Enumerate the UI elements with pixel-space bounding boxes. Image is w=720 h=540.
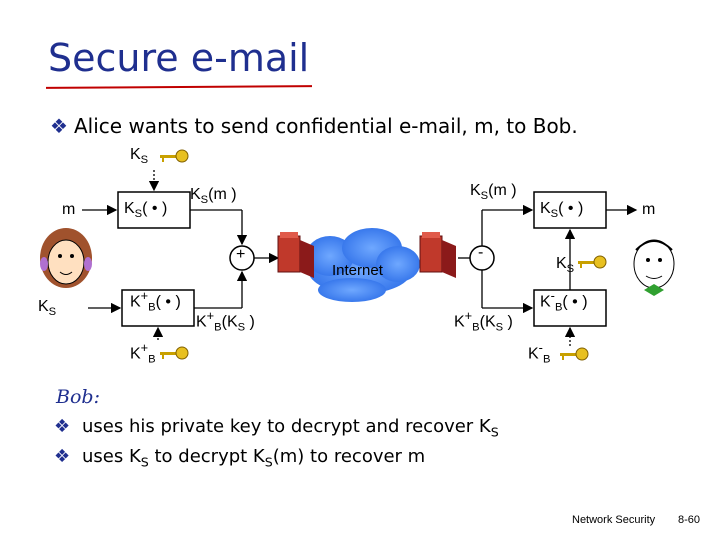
alice-face-icon — [40, 228, 92, 288]
key-icon — [578, 255, 607, 269]
bullet-diamond-icon: ❖ — [54, 446, 71, 467]
footer-page-number: 8-60 — [678, 514, 701, 526]
kb-pub-encrypt-box — [121, 289, 195, 327]
minus-sign: - — [478, 244, 484, 261]
kb-ks-label-left: K+B(KS ) — [196, 308, 255, 334]
router-icon — [419, 232, 456, 278]
plus-sign: + — [236, 246, 246, 263]
m-label-left: m — [62, 201, 76, 218]
ks-decrypt-box — [533, 191, 607, 229]
kb-ks-label-right: K+B(KS ) — [454, 308, 513, 334]
internet-cloud — [306, 228, 420, 302]
ks-encrypt-label: KS( • ) — [124, 200, 168, 221]
slide-title: Secure e-mail — [48, 36, 310, 80]
intro-text: Alice wants to send confidential e-mail,… — [74, 114, 578, 138]
kb-pub-key-label: K+B — [130, 340, 156, 366]
ks-m-label-left: KS(m ) — [190, 186, 237, 207]
bob-line-2: uses KS to decrypt KS(m) to recover m — [82, 446, 426, 470]
ks-label-right: KS — [556, 255, 575, 276]
key-icon — [160, 149, 189, 163]
kb-pub-encrypt-label: K+B( • ) — [130, 288, 181, 314]
bullet-diamond-icon: ❖ — [54, 416, 71, 437]
kb-priv-decrypt-label: K-B( • ) — [540, 288, 588, 314]
ks-label-top: KS — [130, 146, 149, 167]
key-icon — [160, 346, 189, 360]
key-icon — [560, 347, 589, 361]
bob-line-1: uses his private key to decrypt and reco… — [82, 416, 499, 440]
bob-face-icon — [633, 239, 675, 296]
router-icon — [277, 232, 314, 278]
m-label-right: m — [642, 201, 656, 218]
bob-heading: Bob: — [56, 386, 100, 408]
footer-course: Network Security — [572, 514, 656, 526]
kb-priv-key-label: K-B — [528, 340, 551, 366]
internet-label: Internet — [332, 262, 383, 279]
ks-decrypt-label: KS( • ) — [540, 200, 584, 221]
bullet-diamond-icon: ❖ — [50, 114, 68, 138]
ks-label-left: KS — [38, 298, 57, 319]
ks-m-label-right: KS(m ) — [470, 182, 517, 203]
